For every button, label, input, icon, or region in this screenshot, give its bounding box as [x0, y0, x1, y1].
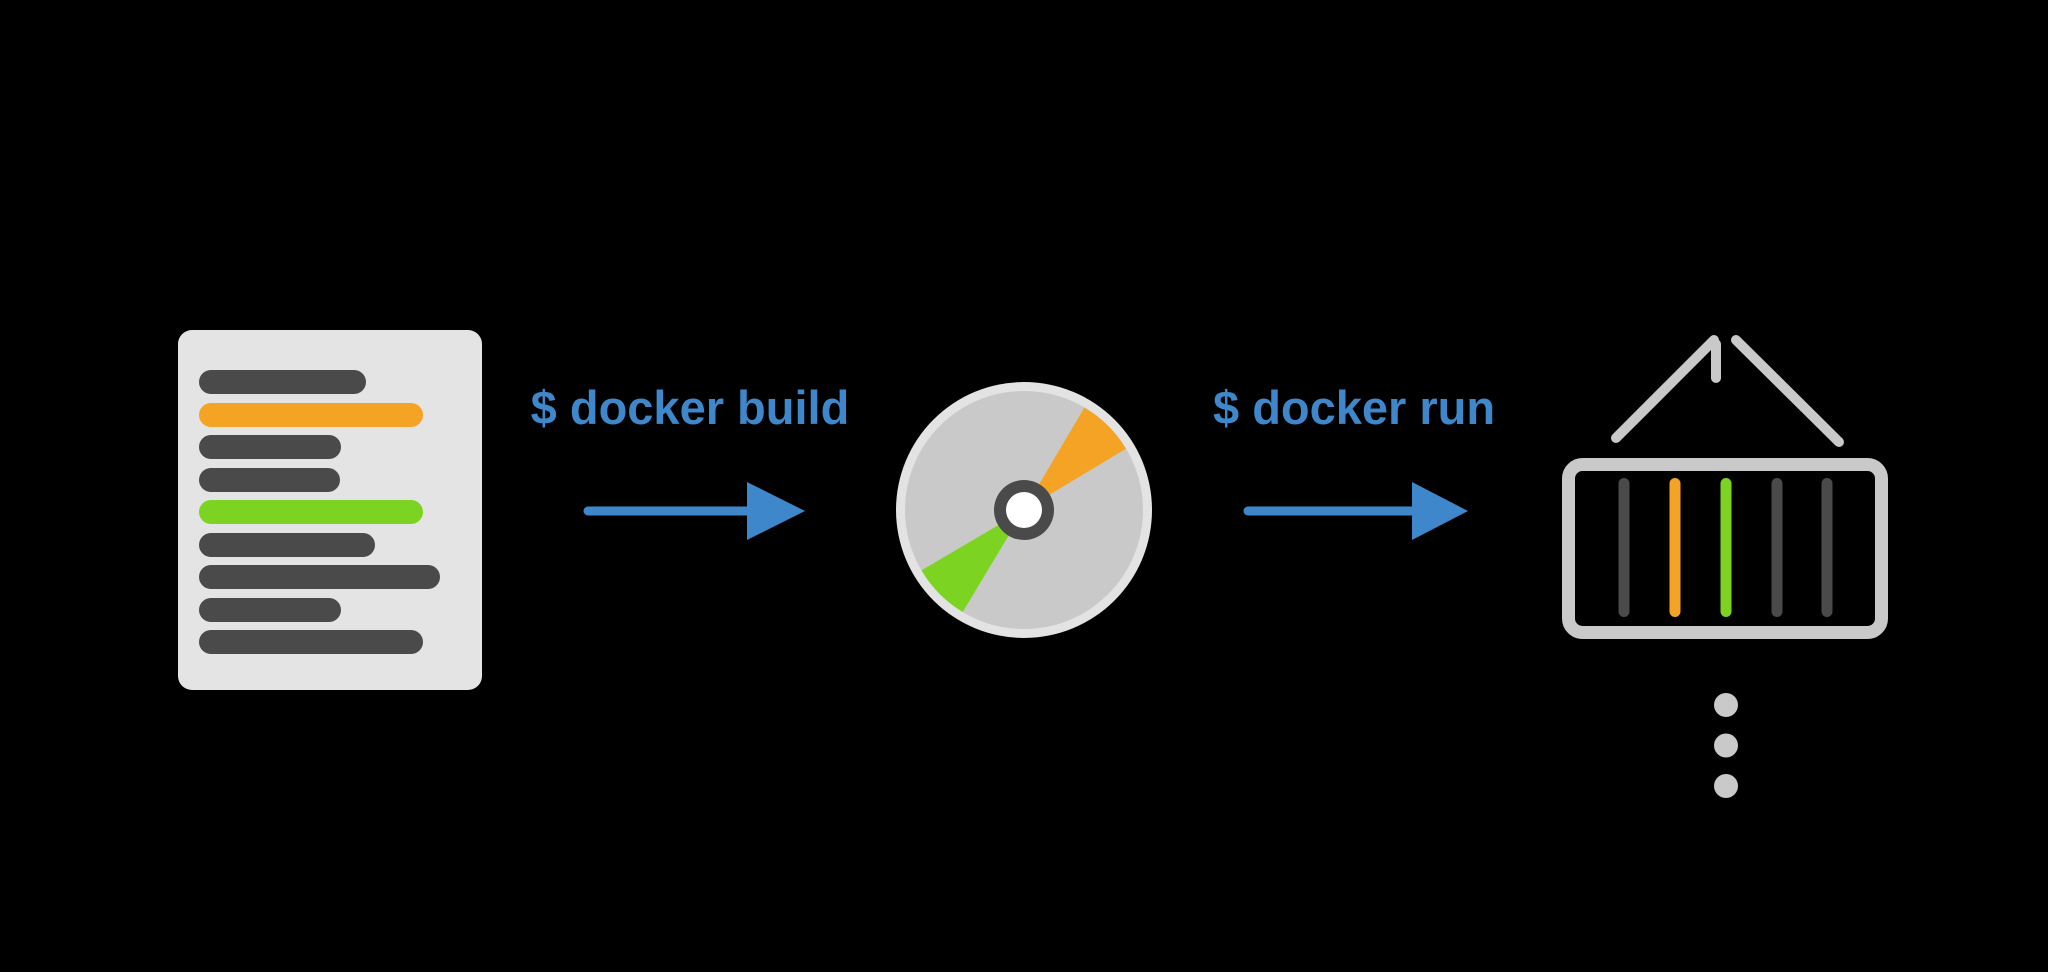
crane-lines-icon: [1611, 335, 1844, 447]
crane-line-right: [1731, 335, 1844, 447]
docker-image-disc-icon: [896, 382, 1152, 638]
arrow-right-icon: [583, 482, 805, 540]
code-line: [199, 500, 423, 524]
code-line: [199, 565, 440, 589]
container-bar: [1720, 478, 1732, 617]
code-line: [199, 370, 366, 394]
arrow-right-icon: [1243, 482, 1468, 540]
arrow-head: [747, 482, 805, 540]
code-line: [199, 630, 423, 654]
disc-green-wedge: [921, 510, 1024, 612]
dot: [1714, 693, 1738, 717]
crane-line-left: [1611, 335, 1719, 443]
container-bar: [1821, 478, 1833, 617]
code-line: [199, 532, 375, 557]
code-line: [199, 467, 340, 492]
arrow-head: [1412, 482, 1468, 540]
disc-hub-hole: [1006, 492, 1042, 528]
container-box: [1562, 458, 1888, 639]
disc-orange-wedge: [1024, 407, 1126, 510]
docker-container-icon: [1562, 335, 1888, 798]
code-line: [199, 435, 341, 459]
dot: [1714, 733, 1738, 758]
container-bar: [1669, 478, 1681, 617]
docker-build-command-label: $ docker build: [530, 381, 850, 434]
docker-run-command-label: $ docker run: [1213, 381, 1496, 434]
dot: [1714, 774, 1738, 798]
container-bar: [1771, 478, 1783, 617]
code-line: [199, 597, 341, 622]
code-line: [199, 402, 423, 427]
ellipsis-dots: [1714, 693, 1738, 798]
container-bar: [1618, 478, 1630, 617]
dockerfile-icon: [178, 330, 482, 690]
container-bars: [1618, 478, 1833, 617]
